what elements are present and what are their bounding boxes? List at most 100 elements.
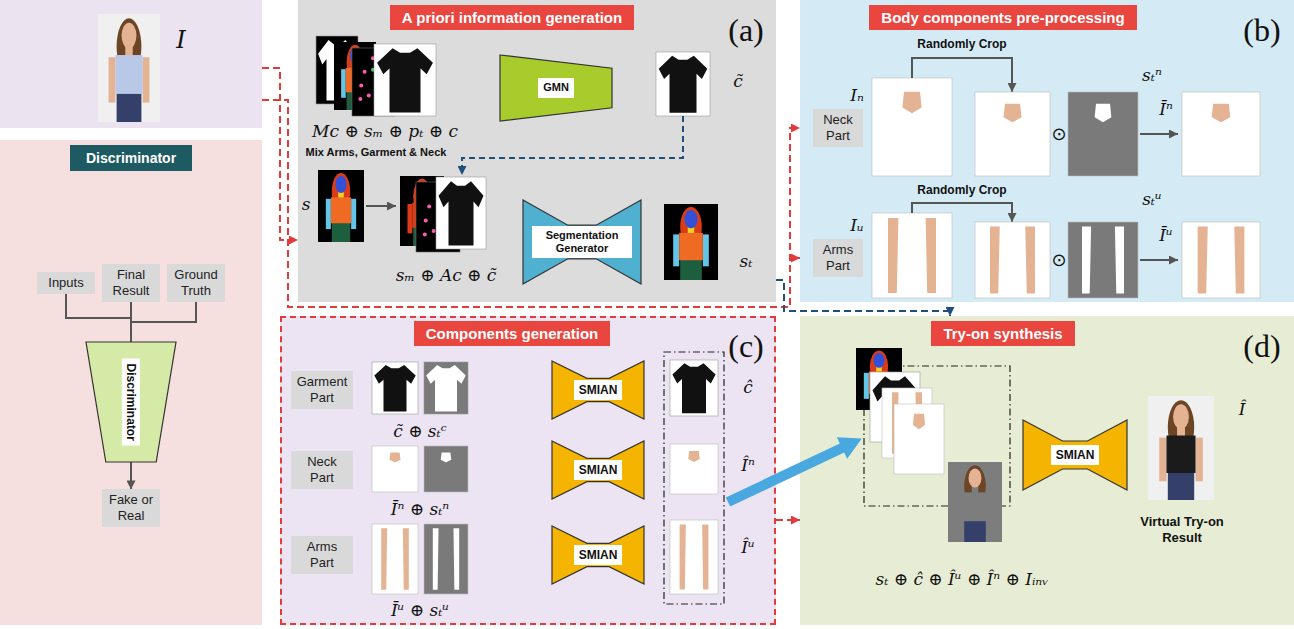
pose-keypoint [427, 205, 431, 209]
image-ground [948, 462, 1002, 542]
torso-region [679, 233, 703, 260]
garment-image [424, 362, 468, 414]
arms-image [1182, 222, 1260, 298]
arm-region [351, 199, 356, 229]
process-box: Ground Truth [167, 264, 225, 301]
arm-shape [888, 218, 898, 293]
garment-image [374, 44, 436, 116]
neck-shape [1212, 104, 1231, 122]
box-label: Inputs [41, 275, 91, 291]
math-symbol: Īⁿ ⊕ sₜⁿ [391, 500, 449, 520]
person-photo [98, 14, 160, 122]
block-label: SMIAN [574, 460, 623, 480]
math-symbol: sₜ [740, 252, 753, 272]
operator-symbol: ⊙ [1051, 125, 1066, 143]
arms-image [424, 524, 468, 594]
badge-red: Body components pre-processing [869, 5, 1136, 30]
process-box: Final Result [102, 264, 160, 301]
lbl-big: I [176, 27, 185, 53]
math-symbol: Īⁿ [1159, 100, 1173, 120]
neck-shape [913, 414, 925, 429]
neck-image [1068, 92, 1138, 176]
image-ground [372, 446, 418, 492]
badge-red: A priori information generation [390, 5, 634, 30]
arm-region [341, 69, 346, 98]
network-block: SMIAN [552, 441, 644, 499]
pose-keypoint [359, 83, 363, 87]
badge-red: Components generation [414, 321, 611, 346]
arm-region [864, 373, 869, 399]
math-symbol: s [302, 195, 311, 215]
garment-image [372, 362, 418, 414]
neck-shape [902, 92, 921, 114]
math-symbol: Îⁿ [741, 456, 755, 476]
math-symbol: Mc ⊕ sₘ ⊕ pₜ ⊕ c [312, 122, 458, 142]
garment-image [656, 52, 710, 116]
arm-shape [926, 218, 936, 293]
panel-tag: (a) [728, 14, 764, 46]
block-label: GMN [538, 78, 574, 97]
connector [130, 462, 132, 489]
arm-region [326, 199, 331, 229]
wire [366, 205, 396, 207]
image-ground [98, 14, 160, 122]
wire [912, 58, 1012, 92]
image-ground [894, 404, 944, 474]
operator-symbol: ⊙ [1051, 251, 1066, 269]
math-symbol: c̃ [733, 72, 743, 92]
image-ground [1182, 92, 1260, 176]
box-label: Garment Part [295, 374, 349, 405]
process-box: Arms Part [291, 536, 353, 573]
pose-keypoint [424, 219, 428, 223]
wire [1140, 259, 1178, 261]
connector [262, 100, 800, 307]
arm-shape [1115, 227, 1124, 294]
process-box: Inputs [37, 272, 95, 294]
arm-shape [381, 528, 387, 590]
process-box: Garment Part [291, 371, 353, 408]
image-ground [1068, 222, 1138, 298]
block-label: Segmentation Generator [532, 226, 632, 258]
image-ground [372, 524, 418, 594]
arm-region [703, 234, 709, 266]
pose-keypoint [358, 97, 362, 101]
image-ground [424, 524, 468, 594]
arm-shape [1082, 227, 1091, 294]
block-shape [552, 526, 644, 584]
connector [776, 280, 950, 316]
math-symbol: Î [1239, 400, 1246, 420]
caption-text: Virtual Try-on Result [1126, 514, 1238, 545]
image-ground [872, 78, 952, 176]
garment-shape [659, 56, 708, 113]
arms-image [872, 213, 952, 298]
network-block: SMIAN [1023, 420, 1127, 490]
box-label: Fake or Real [106, 492, 156, 523]
math-symbol: sₜ ⊕ ĉ ⊕ Îᵘ ⊕ Îⁿ ⊕ Iᵢₙᵥ [875, 570, 1048, 590]
arm-region [957, 494, 963, 528]
image-ground [1148, 396, 1214, 500]
arm-region [407, 204, 412, 233]
neck-image [872, 78, 952, 176]
arm-shape [1198, 227, 1208, 294]
arm-shape [680, 524, 686, 589]
torso-region [115, 55, 142, 94]
arm-shape [403, 528, 409, 590]
math-symbol: Iᵤ [850, 216, 864, 236]
image-ground [670, 444, 718, 494]
image-ground [374, 44, 436, 116]
neck-shape [1004, 104, 1022, 122]
arm-shape [433, 528, 439, 590]
image-ground [975, 222, 1050, 298]
arm-region [109, 57, 116, 102]
garment-shape [672, 363, 715, 413]
math-symbol: Īᵘ [1159, 226, 1173, 246]
network-block: GMN [500, 55, 612, 121]
annotation: Mix Arms, Garment & Neck [306, 146, 447, 158]
box-label: Arms Part [295, 539, 349, 570]
torso-region [1166, 436, 1195, 473]
discriminator-panel: DiscriminatorInputsFinal ResultGround Tr… [0, 140, 262, 625]
image-ground [670, 520, 718, 594]
image-ground [372, 362, 418, 414]
pose-keypoint [367, 94, 371, 98]
